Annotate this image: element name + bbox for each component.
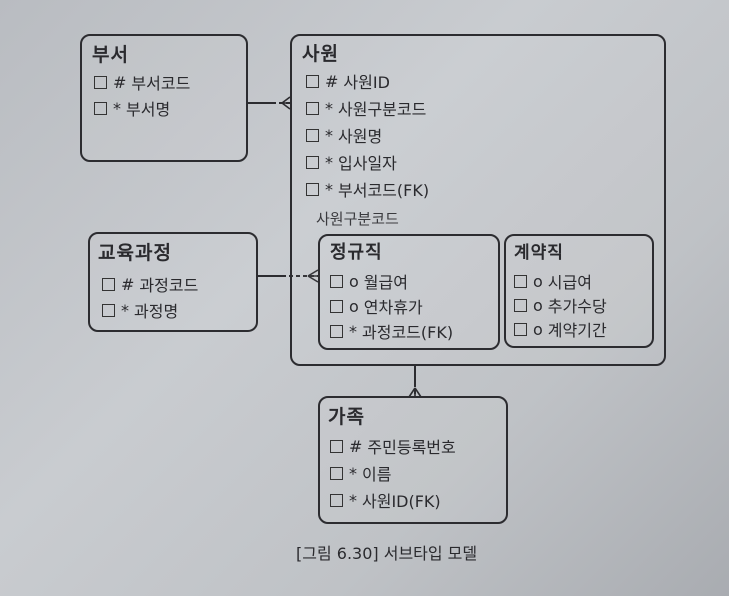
checkbox-icon: [330, 324, 343, 338]
entity-family-title: 가족: [328, 406, 365, 428]
entity-employee-attr-4: * 부서코드(FK): [306, 177, 429, 201]
checkbox-icon: [306, 155, 319, 169]
checkbox-icon: [514, 274, 527, 288]
entity-employee-attr-1: * 사원구분코드: [306, 96, 426, 120]
entity-family-attr-2: * 사원ID(FK): [330, 488, 441, 512]
entity-contract: 계약직 o 시급여 o 추가수당 o 계약기간: [504, 234, 654, 348]
checkbox-icon: [306, 74, 319, 88]
entity-dept: 부서 # 부서코드 * 부서명: [80, 34, 248, 162]
entity-employee: 사원 # 사원ID * 사원구분코드 * 사원명 * 입사일자 * 부서코드(F…: [290, 34, 666, 366]
checkbox-icon: [94, 101, 107, 115]
attr-mark: *: [325, 152, 333, 172]
attr-mark: o: [349, 296, 359, 316]
entity-contract-attr-2: o 계약기간: [514, 317, 607, 341]
attr-name: 사원ID: [343, 73, 390, 92]
attr-name: 과정코드: [139, 276, 199, 295]
checkbox-icon: [306, 101, 319, 115]
attr-name: 사원구분코드: [338, 100, 427, 119]
entity-employee-attr-2: * 사원명: [306, 123, 382, 147]
checkbox-icon: [306, 182, 319, 196]
attr-name: 부서명: [126, 100, 171, 119]
attr-mark: o: [533, 271, 543, 291]
attr-mark: *: [349, 463, 357, 483]
entity-contract-attr-0: o 시급여: [514, 269, 592, 293]
entity-employee-title: 사원: [302, 43, 339, 65]
attr-name: 연차휴가: [363, 298, 423, 317]
entity-family-attr-0: # 주민등록번호: [330, 434, 456, 458]
checkbox-icon: [330, 493, 343, 507]
attr-mark: *: [325, 98, 333, 118]
attr-mark: o: [533, 319, 543, 339]
checkbox-icon: [330, 466, 343, 480]
employee-family-crowfoot: [408, 387, 422, 398]
attr-name: 계약기간: [547, 321, 607, 340]
attr-name: 사원명: [338, 127, 383, 146]
dept-employee-crowfoot: [281, 96, 291, 110]
checkbox-icon: [102, 303, 115, 317]
attr-name: 사원ID(FK): [362, 492, 441, 511]
entity-course: 교육과정 # 과정코드 * 과정명: [88, 232, 258, 332]
attr-name: 과정코드(FK): [362, 323, 454, 342]
attr-mark: #: [325, 71, 339, 91]
attr-mark: #: [113, 72, 127, 92]
attr-mark: #: [121, 274, 135, 294]
entity-dept-attr-0: # 부서코드: [94, 70, 190, 94]
entity-course-attr-1: * 과정명: [102, 298, 178, 322]
attr-mark: #: [349, 436, 363, 456]
checkbox-icon: [330, 299, 343, 313]
attr-mark: *: [325, 179, 333, 199]
entity-contract-attr-1: o 추가수당: [514, 293, 607, 317]
entity-employee-attr-0: # 사원ID: [306, 69, 390, 93]
attr-name: 시급여: [547, 273, 592, 292]
figure-caption: [그림 6.30] 서브타입 모델: [296, 544, 478, 563]
course-regular-crowfoot: [307, 269, 319, 283]
entity-contract-title: 계약직: [514, 243, 564, 263]
attr-name: 이름: [362, 465, 392, 484]
attr-mark: *: [349, 490, 357, 510]
entity-regular-attr-0: o 월급여: [330, 269, 408, 293]
attr-name: 월급여: [363, 273, 408, 292]
entity-course-attr-0: # 과정코드: [102, 272, 198, 296]
checkbox-icon: [102, 277, 115, 291]
entity-family: 가족 # 주민등록번호 * 이름 * 사원ID(FK): [318, 396, 508, 524]
attr-name: 입사일자: [338, 154, 397, 173]
entity-family-attr-1: * 이름: [330, 461, 391, 485]
attr-mark: o: [533, 295, 543, 315]
entity-regular-title: 정규직: [330, 242, 383, 263]
attr-mark: *: [325, 125, 333, 145]
attr-name: 추가수당: [547, 297, 607, 316]
entity-employee-attr-3: * 입사일자: [306, 150, 397, 174]
discriminator-label: 사원구분코드: [316, 210, 399, 228]
checkbox-icon: [514, 322, 527, 336]
entity-regular-attr-2: * 과정코드(FK): [330, 319, 453, 343]
attr-mark: *: [113, 98, 121, 118]
entity-course-title: 교육과정: [98, 242, 172, 264]
checkbox-icon: [514, 298, 527, 312]
attr-name: 부서코드(FK): [338, 181, 430, 200]
attr-mark: o: [349, 271, 359, 291]
checkbox-icon: [330, 274, 343, 288]
checkbox-icon: [94, 75, 107, 89]
entity-dept-title: 부서: [92, 44, 129, 66]
attr-mark: *: [121, 300, 129, 320]
checkbox-icon: [330, 439, 343, 453]
attr-mark: *: [349, 321, 357, 341]
entity-regular: 정규직 o 월급여 o 연차휴가 * 과정코드(FK): [318, 234, 500, 350]
entity-regular-attr-1: o 연차휴가: [330, 294, 423, 318]
attr-name: 부서코드: [131, 74, 191, 93]
checkbox-icon: [306, 128, 319, 142]
entity-dept-attr-1: * 부서명: [94, 96, 170, 120]
attr-name: 과정명: [134, 302, 179, 321]
attr-name: 주민등록번호: [367, 438, 456, 457]
